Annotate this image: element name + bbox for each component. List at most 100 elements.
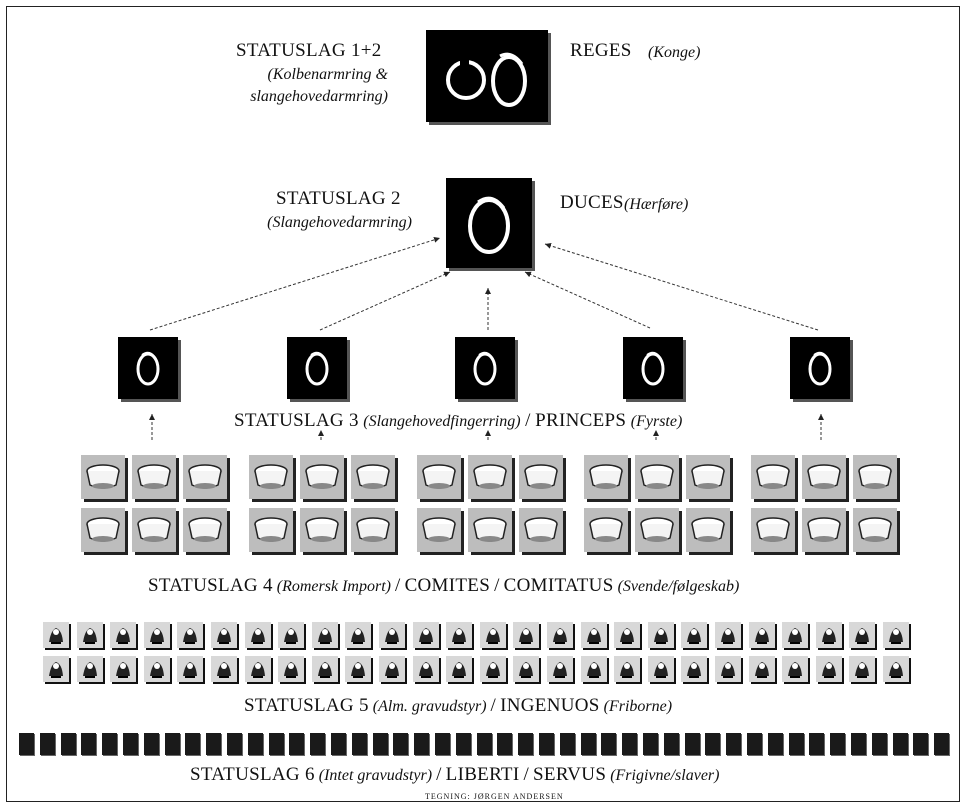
roman-import-vessel-icon xyxy=(300,508,344,552)
level12-sub1: (Kolbenarmring & xyxy=(267,66,388,83)
roman-import-vessel-icon xyxy=(132,508,176,552)
level6-right-main: SERVUS xyxy=(533,764,607,785)
arrow-1-to-duces xyxy=(149,236,441,331)
level4-right-main: COMITATUS xyxy=(503,575,614,596)
grave-goods-icon xyxy=(513,622,540,648)
roman-import-vessel-icon xyxy=(519,508,563,552)
roman-import-vessel-icon xyxy=(468,508,512,552)
grave-goods-icon xyxy=(748,622,775,648)
level4-sub: (Romersk Import) xyxy=(276,578,391,595)
level4-sep1: / xyxy=(394,575,401,596)
no-grave-goods-icon xyxy=(518,733,534,755)
arrow-2-to-duces xyxy=(319,271,451,331)
snake-head-finger-ring-icon xyxy=(287,337,347,399)
grave-goods-icon xyxy=(580,622,607,648)
level4-sep2: / xyxy=(494,575,500,596)
no-grave-goods-icon xyxy=(435,733,450,755)
grave-goods-icon xyxy=(614,656,641,682)
roman-import-vessel-icon xyxy=(351,508,395,552)
roman-import-vessel-icon xyxy=(132,455,176,499)
arrow-5-to-duces xyxy=(544,242,819,331)
no-grave-goods-icon xyxy=(726,733,742,755)
roman-import-vessel-icon xyxy=(635,508,679,552)
roman-import-vessel-icon xyxy=(584,455,628,499)
grave-goods-icon xyxy=(883,622,909,648)
grave-goods-icon xyxy=(311,656,338,682)
level6-mid: LIBERTI xyxy=(445,764,520,785)
no-grave-goods-icon xyxy=(81,733,97,755)
grave-goods-icon xyxy=(278,622,305,648)
grave-goods-icon xyxy=(211,622,237,648)
snake-head-finger-ring-icon xyxy=(455,337,515,399)
grave-goods-icon xyxy=(143,656,170,682)
roman-import-vessel-icon xyxy=(81,508,125,552)
no-grave-goods-icon xyxy=(497,733,513,755)
roman-import-vessel-icon xyxy=(183,455,227,499)
level4-mid: COMITES xyxy=(404,575,491,596)
level3-label: STATUSLAG 3 xyxy=(234,410,359,431)
no-grave-goods-icon xyxy=(871,733,887,755)
grave-goods-icon xyxy=(446,656,473,682)
no-grave-goods-icon xyxy=(393,733,409,755)
no-grave-goods-icon xyxy=(206,733,222,755)
level3-right-main: PRINCEPS xyxy=(535,410,627,431)
no-grave-goods-icon xyxy=(331,733,346,755)
level6-sep1: / xyxy=(436,764,442,785)
level3-caption: STATUSLAG 3 (Slangehovedfingerring) / PR… xyxy=(234,410,682,432)
grave-goods-icon xyxy=(278,656,305,682)
roman-import-vessel-icon xyxy=(635,455,679,499)
no-grave-goods-icon xyxy=(143,733,159,755)
grave-goods-icon xyxy=(849,656,876,682)
arrow-4-to-duces xyxy=(524,271,651,329)
no-grave-goods-icon xyxy=(559,733,575,755)
grave-goods-icon xyxy=(547,656,573,682)
grave-goods-icon xyxy=(513,656,540,682)
roman-import-vessel-icon xyxy=(686,508,730,552)
no-grave-goods-icon xyxy=(123,733,138,755)
grave-goods-icon xyxy=(412,656,439,682)
roman-import-vessel-icon xyxy=(584,508,628,552)
no-grave-goods-icon xyxy=(455,733,471,755)
no-grave-goods-icon xyxy=(851,733,866,755)
grave-goods-icon xyxy=(244,622,271,648)
no-grave-goods-icon xyxy=(934,733,950,755)
drawing-credit: TEGNING: JØRGEN ANDERSEN xyxy=(425,792,564,801)
grave-goods-icon xyxy=(580,656,607,682)
level5-sep: / xyxy=(490,695,497,716)
diagram-frame xyxy=(6,6,960,802)
no-grave-goods-icon xyxy=(414,733,430,755)
grave-goods-icon xyxy=(345,656,372,682)
no-grave-goods-icon xyxy=(310,733,326,755)
grave-goods-icon xyxy=(849,622,876,648)
no-grave-goods-icon xyxy=(830,733,846,755)
level3-sub: (Slangehovedfingerring) xyxy=(363,413,521,430)
arm-rings-icon xyxy=(426,30,548,122)
level12-label: STATUSLAG 1+2 xyxy=(236,40,382,61)
grave-goods-icon xyxy=(446,622,473,648)
grave-goods-icon xyxy=(883,656,909,682)
no-grave-goods-icon xyxy=(102,733,118,755)
grave-goods-icon xyxy=(110,656,137,682)
no-grave-goods-icon xyxy=(767,733,783,755)
no-grave-goods-icon xyxy=(372,733,388,755)
no-grave-goods-icon xyxy=(684,733,700,755)
roman-import-vessel-icon xyxy=(81,455,125,499)
roman-import-vessel-icon xyxy=(183,508,227,552)
level3-sep: / xyxy=(525,410,531,431)
grave-goods-icon xyxy=(748,656,775,682)
level4-label: STATUSLAG 4 xyxy=(148,575,273,596)
level5-sub: (Alm. gravudstyr) xyxy=(372,698,487,715)
grave-goods-icon xyxy=(43,656,69,682)
grave-goods-icon xyxy=(681,656,708,682)
level5-right-sub: (Friborne) xyxy=(603,698,673,715)
no-grave-goods-icon xyxy=(788,733,804,755)
roman-import-vessel-icon xyxy=(853,455,897,499)
no-grave-goods-icon xyxy=(913,733,929,755)
roman-import-vessel-icon xyxy=(300,455,344,499)
snake-head-arm-ring-icon xyxy=(446,178,532,268)
no-grave-goods-icon xyxy=(539,733,554,755)
level6-sub: (Intet gravudstyr) xyxy=(318,767,433,784)
grave-goods-icon xyxy=(815,622,842,648)
no-grave-goods-icon xyxy=(19,733,34,755)
grave-goods-icon xyxy=(76,622,103,648)
